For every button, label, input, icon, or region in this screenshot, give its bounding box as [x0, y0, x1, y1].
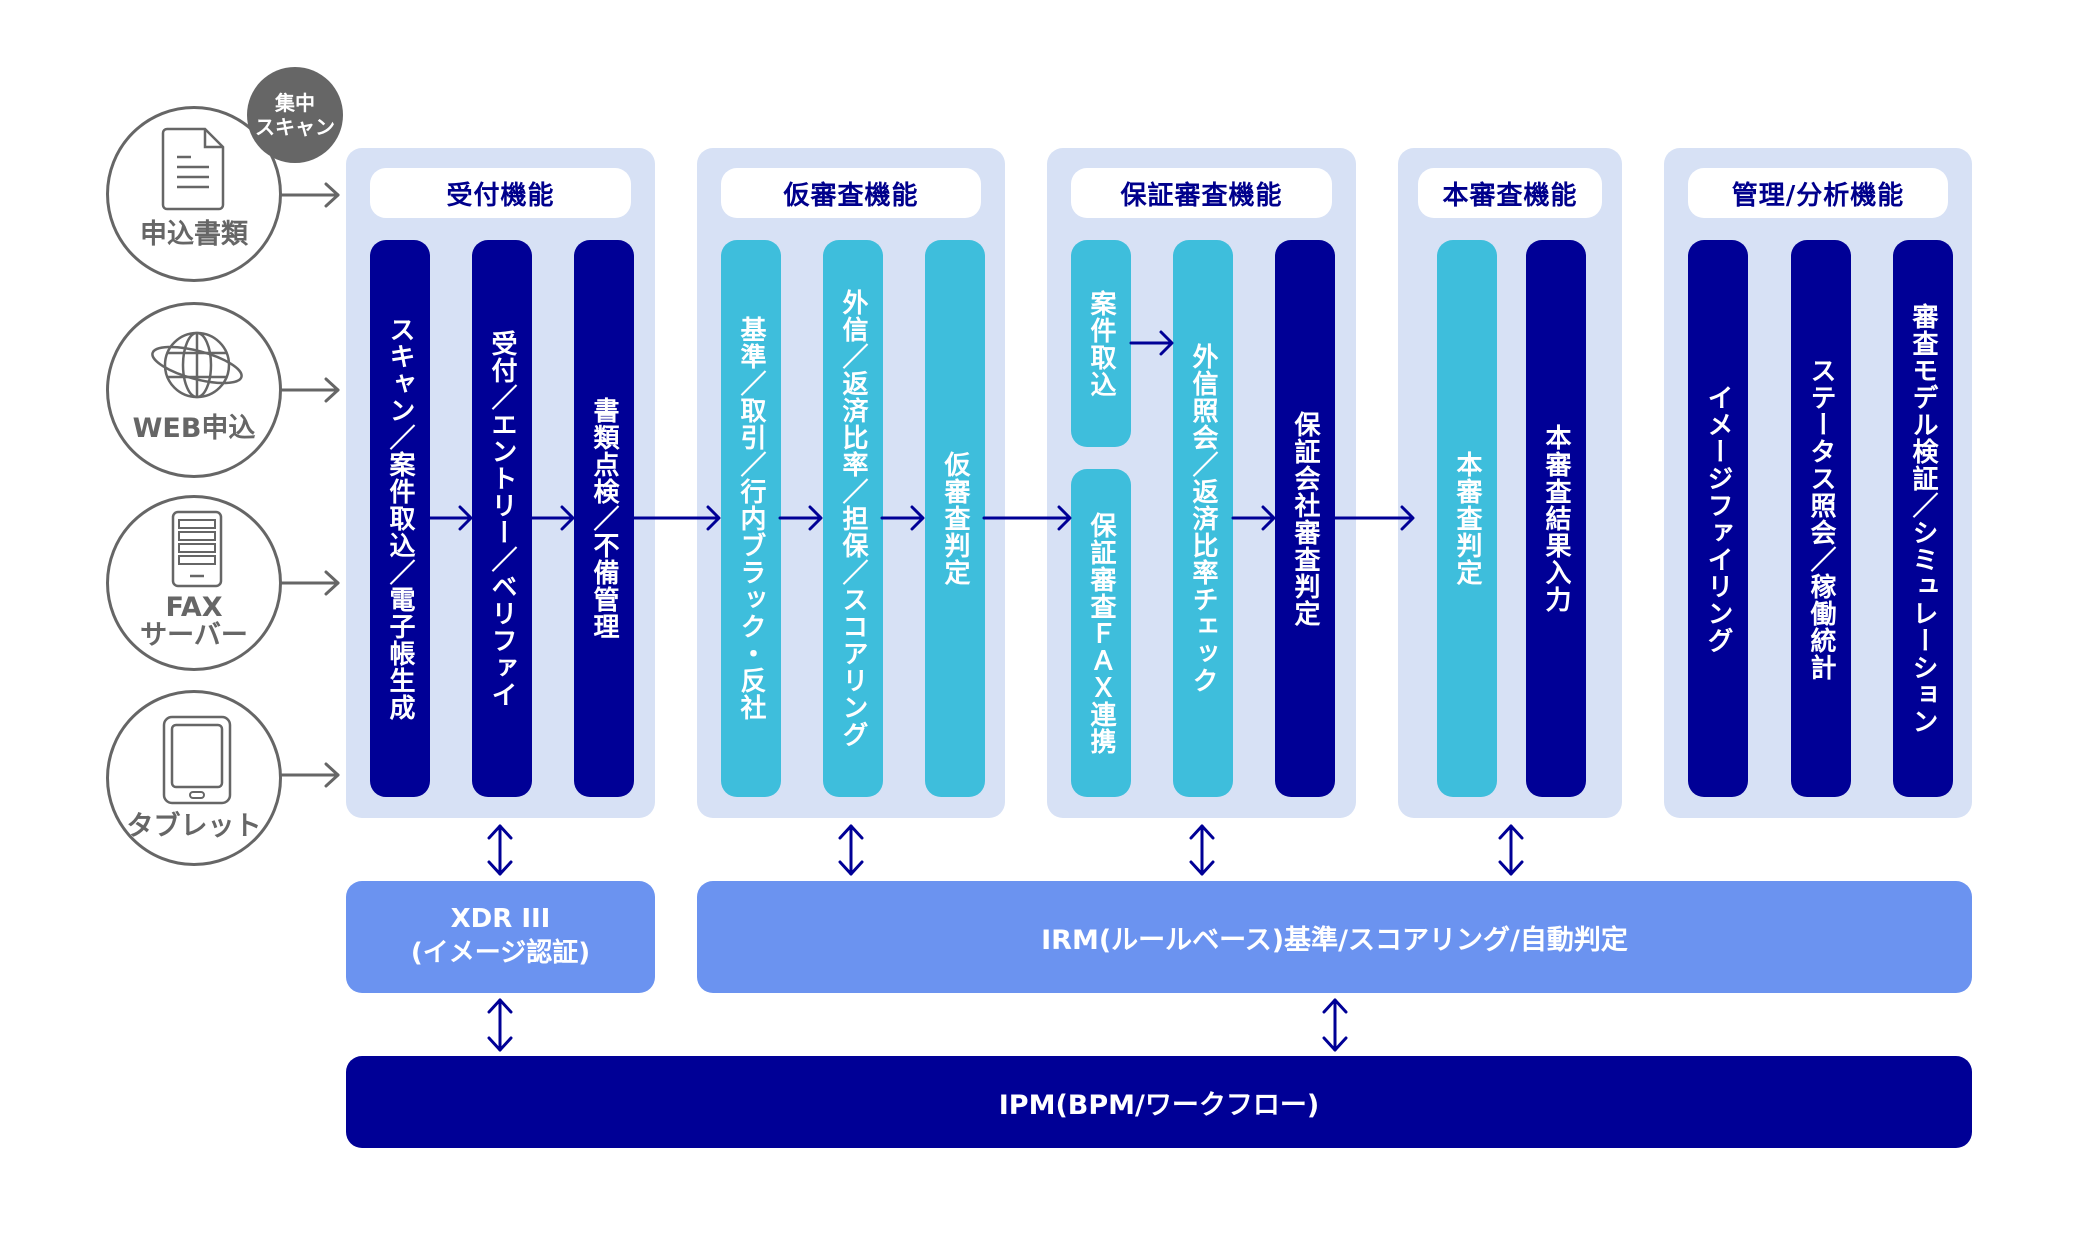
source-fax: FAX サーバー [106, 495, 282, 671]
double-arrow [1498, 824, 1524, 876]
source-label: FAX サーバー [140, 592, 248, 652]
input-arrow-fax [280, 570, 340, 596]
source-label: 申込書類 [140, 219, 248, 250]
function-box: 基準／取引／行内ブラック・反社 [721, 240, 781, 797]
ipm-label: IPM(BPM/ワークフロー) [998, 1089, 1320, 1121]
xdr-system: XDR III (イメージ認証) [346, 881, 655, 993]
source-tablet: タブレット [106, 690, 282, 866]
panel-guarantee-review: 保証審査機能 案件取込 保証審査ＦＡＸ連携 外信照会／返済比率チェック 保証会社… [1047, 148, 1356, 818]
function-box: 外信照会／返済比率チェック [1173, 240, 1233, 797]
tablet-icon [162, 715, 232, 805]
panel-preliminary-review: 仮審査機能 基準／取引／行内ブラック・反社 外信／返済比率／担保／スコアリング … [697, 148, 1005, 818]
globe-icon [151, 331, 243, 399]
badge-label: 集中 スキャン [255, 91, 335, 139]
input-arrow-tablet [280, 762, 340, 788]
xdr-line1: XDR III [450, 904, 551, 935]
irm-label: IRM(ルールベース)基準/スコアリング/自動判定 [1041, 924, 1628, 956]
double-arrow [838, 824, 864, 876]
function-box: 案件取込 [1071, 240, 1131, 447]
double-arrow [1189, 824, 1215, 876]
irm-system: IRM(ルールベース)基準/スコアリング/自動判定 [697, 881, 1972, 993]
function-box: 保証会社審査判定 [1275, 240, 1335, 797]
double-arrow [1322, 998, 1348, 1052]
function-box: 審査モデル検証／シミュレーション [1893, 240, 1953, 797]
server-icon [171, 510, 223, 588]
function-box: 保証審査ＦＡＸ連携 [1071, 469, 1131, 797]
panel-title: 受付機能 [370, 168, 631, 218]
input-arrow-web [280, 377, 340, 403]
ipm-system: IPM(BPM/ワークフロー) [346, 1056, 1972, 1148]
panel-title: 仮審査機能 [721, 168, 981, 218]
panel-management-analysis: 管理/分析機能 イメージファイリング ステータス照会／稼働統計 審査モデル検証／… [1664, 148, 1972, 818]
function-box: 本審査判定 [1437, 240, 1497, 797]
double-arrow [487, 998, 513, 1052]
panel-reception: 受付機能 スキャン／案件取込／電子帳生成 受付／エントリー／ベリファイ 書類点検… [346, 148, 655, 818]
function-box: 受付／エントリー／ベリファイ [472, 240, 532, 797]
source-web: WEB申込 [106, 302, 282, 478]
panel-main-review: 本審査機能 本審査判定 本審査結果入力 [1398, 148, 1622, 818]
function-box: イメージファイリング [1688, 240, 1748, 797]
double-arrow [487, 824, 513, 876]
central-scan-badge: 集中 スキャン [247, 67, 343, 163]
function-box: ステータス照会／稼働統計 [1791, 240, 1851, 797]
source-label: WEB申込 [132, 413, 256, 444]
xdr-line2: (イメージ認証) [410, 938, 591, 968]
source-label: タブレット [126, 811, 262, 842]
function-box: スキャン／案件取込／電子帳生成 [370, 240, 430, 797]
panel-title: 保証審査機能 [1071, 168, 1332, 218]
input-arrow-paper [280, 182, 340, 208]
function-box: 書類点検／不備管理 [574, 240, 634, 797]
function-box: 外信／返済比率／担保／スコアリング [823, 240, 883, 797]
panel-title: 本審査機能 [1418, 168, 1602, 218]
panel-title: 管理/分析機能 [1688, 168, 1948, 218]
function-box: 本審査結果入力 [1526, 240, 1586, 797]
document-icon [161, 127, 225, 211]
function-box: 仮審査判定 [925, 240, 985, 797]
